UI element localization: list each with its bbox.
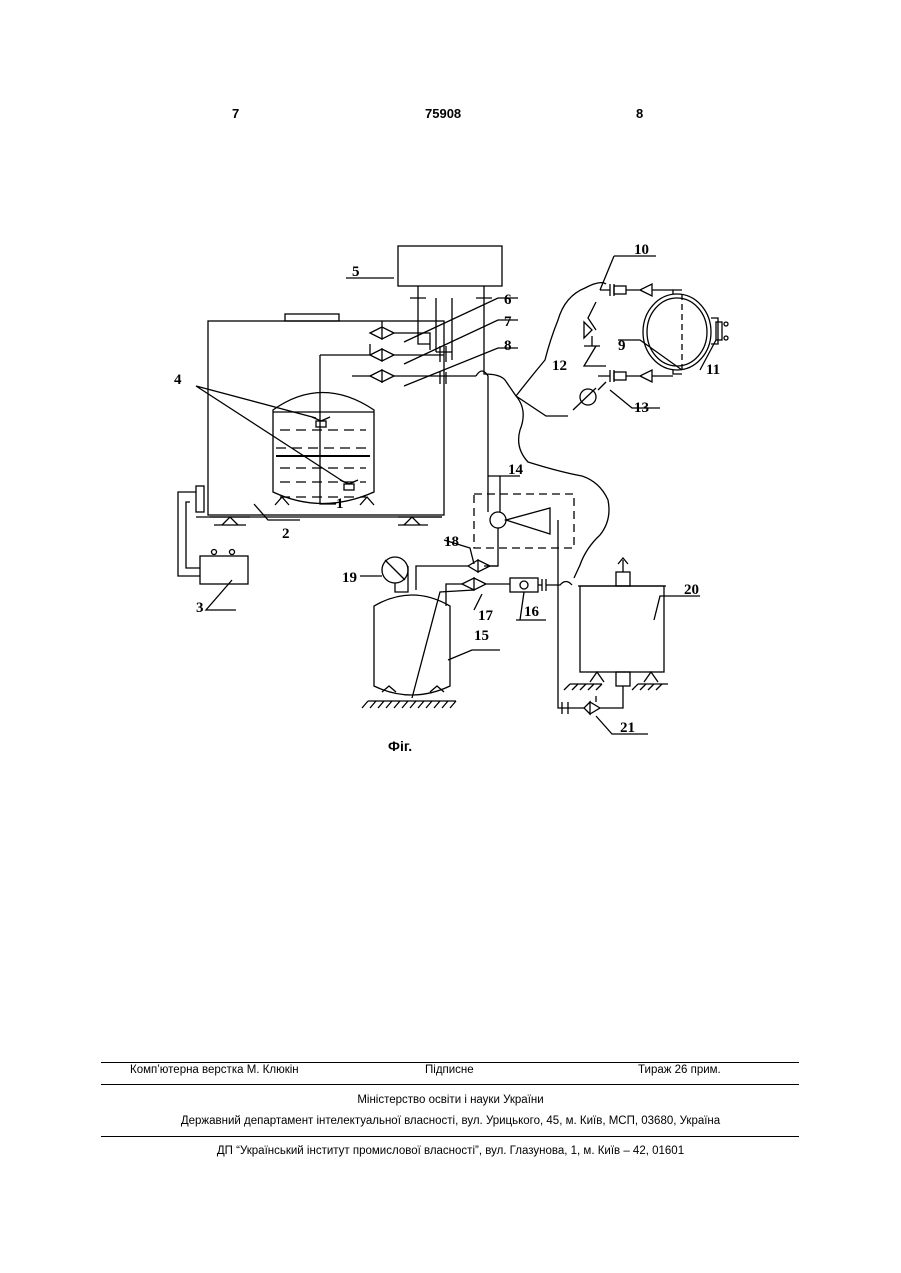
block-5 [398, 246, 502, 298]
label-1: 1 [336, 496, 344, 512]
label-6: 6 [504, 292, 512, 308]
label-9: 9 [618, 338, 626, 354]
label-4: 4 [174, 372, 182, 388]
label-20: 20 [684, 582, 699, 598]
filter-16 [510, 578, 572, 592]
label-10: 10 [634, 242, 649, 258]
label-7: 7 [504, 314, 512, 330]
label-11: 11 [706, 362, 720, 378]
footer-rule-top [101, 1062, 799, 1063]
valves-6-7-8 [320, 298, 476, 392]
footer-rule-bottom [101, 1136, 799, 1137]
housing-supports [214, 517, 428, 525]
figure-labels: 1 2 3 4 5 6 7 8 9 10 11 12 13 14 15 16 1… [174, 242, 720, 736]
label-12: 12 [552, 358, 567, 374]
footer-circulation: Тираж 26 прим. [638, 1064, 721, 1076]
label-16: 16 [524, 604, 540, 620]
label-15: 15 [474, 628, 489, 644]
footer-signed: Підписне [425, 1064, 474, 1076]
footer-typesetting: Комп’ютерна верстка М. Клюкін [130, 1064, 299, 1076]
label-8: 8 [504, 338, 512, 354]
label-2: 2 [282, 526, 290, 542]
label-3: 3 [196, 600, 204, 616]
footer-rule-middle [101, 1084, 799, 1085]
label-13: 13 [634, 400, 649, 416]
label-21: 21 [620, 720, 635, 736]
sensors [312, 417, 358, 490]
vessel [273, 393, 374, 506]
tank-20 [562, 558, 668, 714]
label-5: 5 [352, 264, 360, 280]
footer-ministry: Міністерство освіти і науки України [0, 1094, 901, 1106]
label-18: 18 [444, 534, 459, 550]
footer-institute: ДП “Український інститут промислової вла… [0, 1145, 901, 1157]
label-19: 19 [342, 570, 357, 586]
footer-department: Державний департамент інтелектуальної вл… [0, 1115, 901, 1127]
label-17: 17 [478, 608, 494, 624]
ejector-14 [474, 494, 584, 708]
heater-line [178, 486, 248, 584]
piping [476, 298, 606, 512]
break-lines [516, 283, 609, 578]
figure-caption: Фіг. [388, 738, 412, 754]
leader-lines [196, 256, 716, 734]
label-14: 14 [508, 462, 524, 478]
